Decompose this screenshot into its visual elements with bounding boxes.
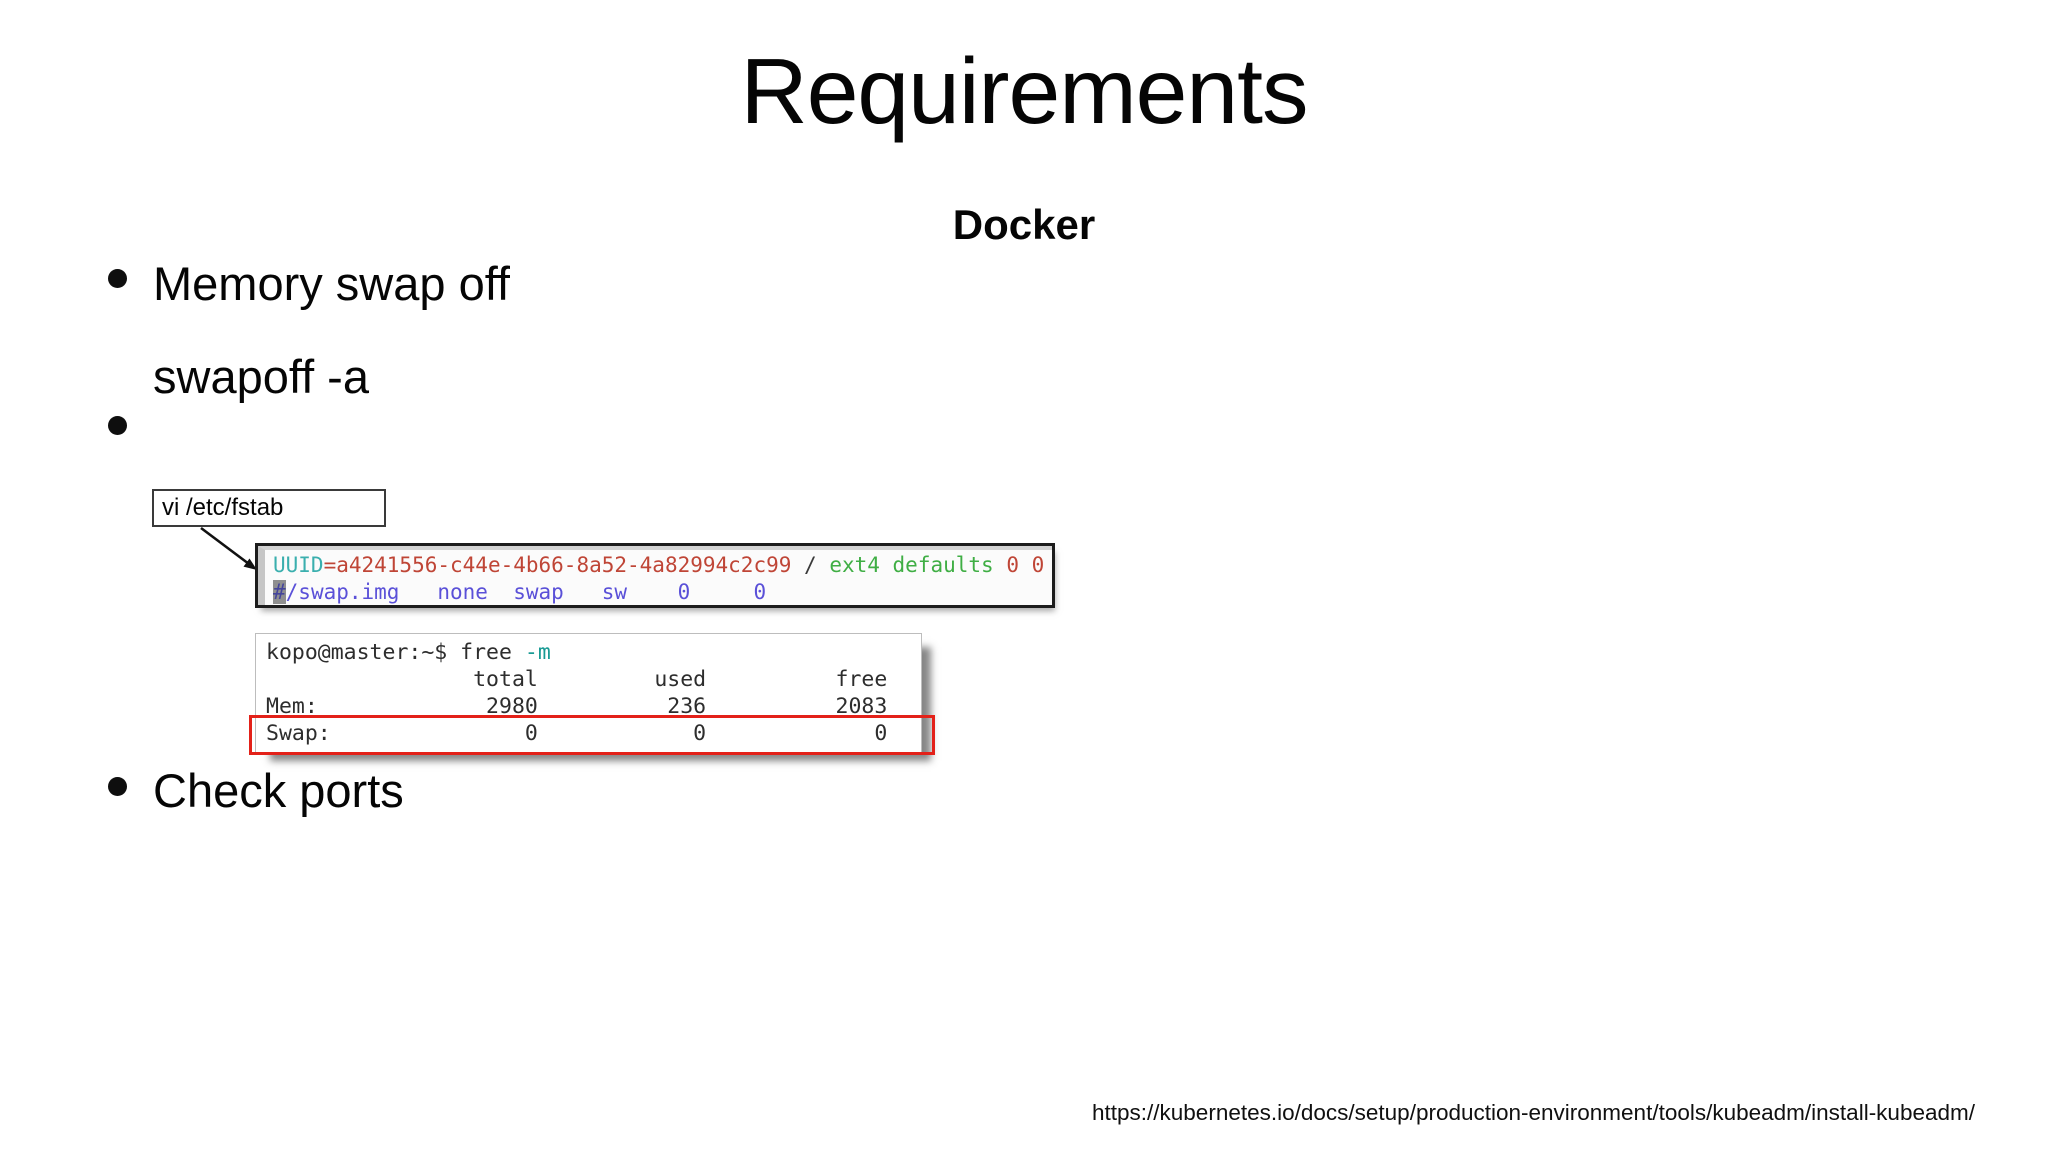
bullet-check-ports: Check ports <box>153 764 404 817</box>
swap-row-highlight-frame <box>249 715 935 755</box>
fstab-uuid-key: UUID <box>273 553 324 577</box>
terminal-prompt-line: kopo@master:~$ free -m <box>266 639 921 666</box>
free-m-flag: -m <box>524 640 551 665</box>
fstab-uuid-value: =a4241556-c44e-4b66-8a52-4a82994c2c99 <box>323 553 792 577</box>
bullet-dot <box>108 269 127 288</box>
free-mem-row: Mem: 2980 236 2083 <box>266 694 888 719</box>
swapoff-command-text: swapoff -a <box>153 350 369 403</box>
slide-subtitle: Docker <box>952 201 1096 248</box>
fstab-dump-pass: 0 0 <box>993 553 1045 577</box>
free-swap-row: Swap: 0 0 0 <box>266 721 888 746</box>
vi-fstab-callout-label: vi /etc/fstab <box>162 494 284 521</box>
slide-title: Requirements <box>740 39 1309 143</box>
fstab-terminal-content: UUID=a4241556-c44e-4b66-8a52-4a82994c2c9… <box>265 550 1052 606</box>
callout-arrow <box>200 526 257 570</box>
free-header-row: total used free <box>266 667 888 692</box>
free-m-terminal-content: kopo@master:~$ free -m total used free M… <box>256 634 921 747</box>
vim-cursor-block: # <box>273 580 286 604</box>
fstab-terminal-window-edge: UUID=a4241556-c44e-4b66-8a52-4a82994c2c9… <box>258 546 1052 605</box>
fstab-terminal-screenshot: UUID=a4241556-c44e-4b66-8a52-4a82994c2c9… <box>255 543 1055 608</box>
terminal-prompt: kopo@master:~$ free <box>266 640 525 665</box>
bullet-dot <box>108 416 127 435</box>
bullet-memory-swap-off: Memory swap off <box>153 257 510 310</box>
bullet-dot <box>108 777 127 796</box>
fstab-swap-line: #/swap.img none swap sw 0 0 <box>273 579 1052 606</box>
fstab-swap-entry: /swap.img none swap sw 0 0 <box>285 580 767 604</box>
free-m-terminal-screenshot: kopo@master:~$ free -m total used free M… <box>255 633 922 753</box>
vi-fstab-callout-box: vi /etc/fstab <box>152 489 386 527</box>
fstab-mount-separator: / <box>791 553 830 577</box>
fstab-uuid-line: UUID=a4241556-c44e-4b66-8a52-4a82994c2c9… <box>273 552 1052 579</box>
source-url: https://kubernetes.io/docs/setup/product… <box>1092 1100 1975 1125</box>
fstab-fs-options: ext4 defaults <box>829 553 994 577</box>
